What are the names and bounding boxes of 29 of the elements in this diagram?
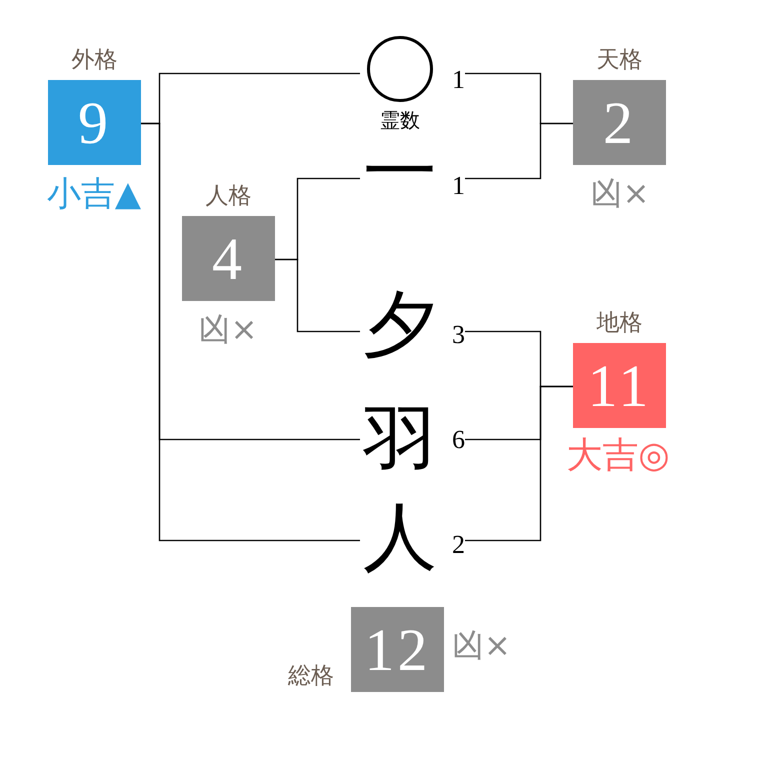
- fortune-label: 凶×: [452, 628, 511, 664]
- stroke-count: 3: [452, 322, 465, 348]
- score-box: 2: [573, 80, 666, 165]
- kanji-character: 人: [363, 500, 437, 574]
- category-heading: 総格: [288, 664, 334, 688]
- score-box: 12: [351, 607, 444, 692]
- connector-line: [465, 122, 573, 180]
- stroke-count: 2: [452, 532, 465, 558]
- connector-line: [141, 122, 360, 542]
- fortune-label: 小吉▲: [46, 176, 142, 214]
- connector-line: [465, 386, 573, 542]
- kanji-character: 夕: [363, 288, 437, 362]
- caption-label: 霊数: [380, 108, 420, 132]
- stroke-count: 1: [452, 67, 465, 93]
- category-heading: 人格: [206, 184, 252, 208]
- stroke-count: 1: [452, 173, 465, 199]
- score-box: 11: [573, 343, 666, 428]
- fortune-label: 大吉◎: [566, 436, 670, 476]
- kanji-character: 羽: [363, 403, 437, 477]
- score-box: 9: [48, 80, 141, 165]
- category-heading: 外格: [72, 48, 118, 72]
- score-box: 4: [182, 216, 275, 301]
- fortune-label: 凶×: [198, 312, 258, 348]
- fortune-label: 凶×: [590, 176, 650, 212]
- category-heading: 地格: [596, 311, 642, 335]
- kanji-character: 一: [363, 135, 437, 209]
- connector-line: [275, 258, 360, 332]
- category-heading: 天格: [596, 48, 642, 72]
- stroke-count: 6: [452, 427, 465, 453]
